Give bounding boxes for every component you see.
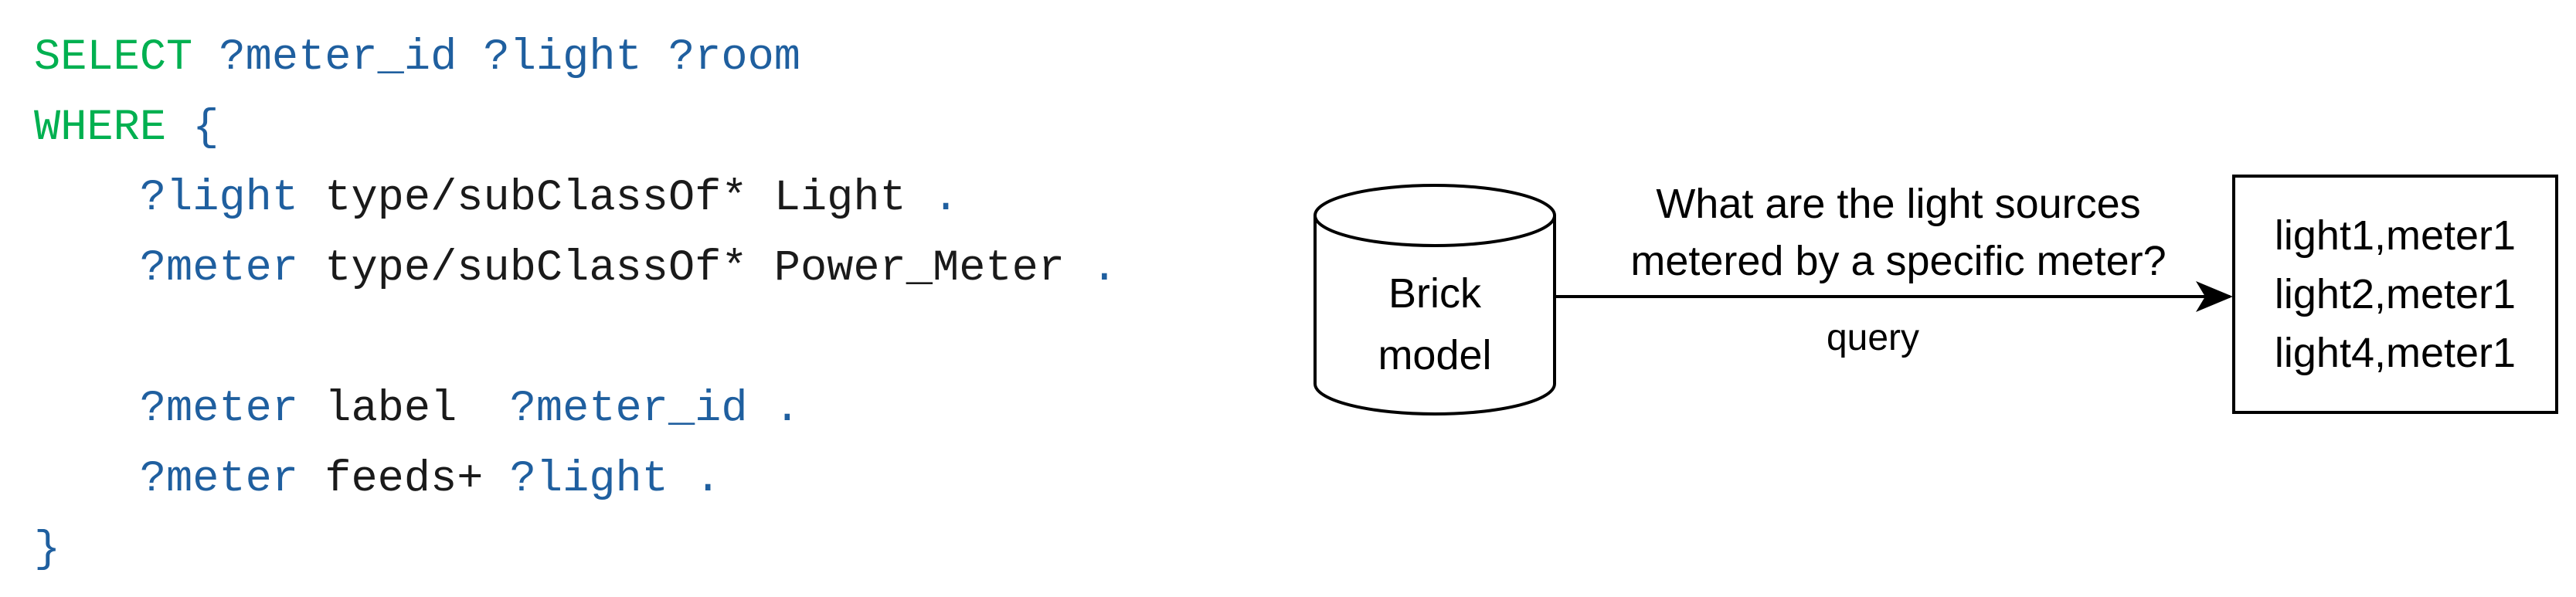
- code-line: ?meter label ?meter_id .: [34, 375, 1117, 445]
- code-text: }: [34, 525, 61, 575]
- database-label-line-1: Brick: [1388, 270, 1482, 317]
- code-line: }: [34, 515, 1117, 585]
- code-line: SELECT ?meter_id ?light ?room: [34, 23, 1117, 93]
- code-line: ?meter feeds+ ?light .: [34, 445, 1117, 515]
- result-box: [2232, 175, 2558, 414]
- result-line-3: light4,meter1: [2275, 330, 2516, 376]
- code-text: type/subClassOf* Light: [298, 174, 933, 223]
- code-text: type/subClassOf* Power_Meter: [298, 244, 1092, 293]
- code-variable: ?meter_id: [219, 33, 457, 83]
- code-variable: .: [1091, 244, 1118, 293]
- code-text: {: [192, 103, 219, 153]
- code-variable: ?light: [483, 33, 642, 83]
- code-variable: .: [668, 455, 722, 504]
- result-line-2: light2,meter1: [2275, 271, 2516, 317]
- code-variable: ?meter: [139, 244, 299, 293]
- result-line-1: light1,meter1: [2275, 212, 2516, 259]
- code-text: feeds+: [298, 455, 510, 504]
- code-line: ?light type/subClassOf* Light .: [34, 164, 1117, 234]
- question-line-1: What are the light sources: [1656, 181, 2140, 227]
- code-variable: ?room: [668, 33, 801, 83]
- arrow-label: query: [1827, 317, 1919, 358]
- question-line-2: metered by a specific meter?: [1630, 238, 2166, 284]
- code-variable: ?light: [139, 174, 299, 223]
- code-keyword: SELECT: [34, 33, 193, 83]
- code-text: label: [298, 385, 510, 434]
- code-variable: ?meter: [139, 455, 299, 504]
- code-variable: ?meter: [139, 385, 299, 434]
- database-label-line-2: model: [1378, 332, 1491, 378]
- code-variable: ?meter_id: [509, 385, 748, 434]
- code-variable: .: [933, 174, 960, 223]
- code-keyword: WHERE: [34, 103, 167, 153]
- database-cylinder-icon: [1313, 184, 1556, 416]
- code-line: ?meter type/subClassOf* Power_Meter .: [34, 234, 1118, 304]
- code-line: WHERE {: [34, 93, 1117, 164]
- code-variable: .: [747, 385, 800, 434]
- code-variable: ?light: [509, 455, 668, 504]
